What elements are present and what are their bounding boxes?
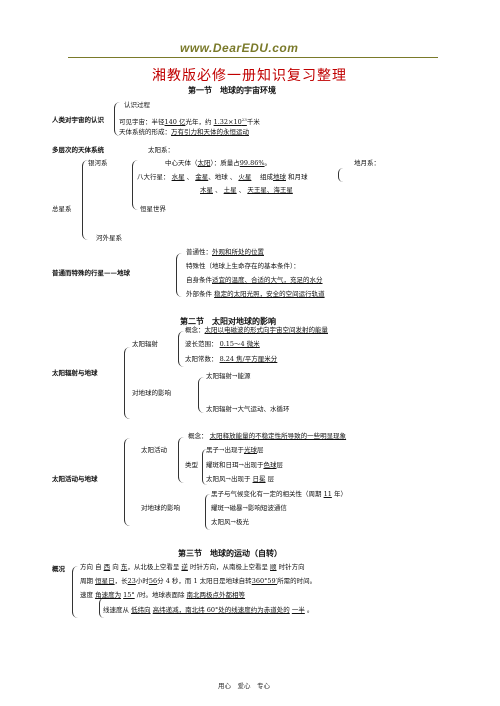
- wavelength: 波长范围： 0.15～4 微米: [185, 340, 260, 348]
- activity-root: 太阳活动与地球: [52, 475, 98, 483]
- brace-galaxy: [82, 160, 88, 240]
- earth-moon-system: 地月系：: [354, 159, 380, 167]
- brace-radiation-effect: [198, 377, 204, 413]
- header-rule: [68, 57, 438, 58]
- rotation-direction: 方向 自 西 向 东，从北极上空看呈 逆 时针方向，从南极上空看呈 顺 时针方向: [80, 563, 305, 571]
- cognition-process: 认识过程: [124, 101, 150, 109]
- activity-label: 太阳活动: [141, 446, 167, 454]
- effect-energy: 太阳辐射→能源: [206, 372, 251, 380]
- rotation-speed: 速度 角速度为 15° /时。地球表面除 南北两极点外都相等: [80, 591, 246, 599]
- brace-radiation: [178, 331, 184, 367]
- solar-system: 太阳系：: [148, 146, 174, 154]
- special-planet-label: 普通而特殊的行星——地球: [52, 269, 130, 277]
- activity-effect-label: 对地球的影响: [141, 504, 180, 512]
- type-wind: 太阳风→出现于 日冕 层: [206, 475, 275, 483]
- document-title: 湘教版必修一册知识复习整理: [152, 68, 347, 84]
- brace-overview: [72, 566, 78, 618]
- planets-row-1: 八大行星： 水星 、 金星、地球 、 火星 组成地球 和月球: [137, 173, 308, 181]
- linear-speed: 线速度从 低纬向 高纬递减，南北纬 60°处的线速度约为赤道处的 一半 。: [103, 606, 314, 614]
- effect-atmosphere: 太阳辐射→大气运动、水循环: [206, 405, 290, 413]
- system-formation: 天体系统的形成：万有引力和天体的永恒运动: [119, 128, 249, 136]
- type-flare: 耀斑和日珥→出现于色球层: [206, 461, 283, 469]
- brace-cognition: [114, 102, 120, 136]
- brace-activity-root: [124, 438, 130, 526]
- section-2-title: 第二节 太阳对地球的影响: [180, 317, 276, 326]
- self-conditions: 自身条件适宜的温度、合适的大气，充足的水分: [186, 276, 323, 284]
- brace-special: [176, 253, 182, 297]
- brace-speed: [99, 598, 104, 618]
- special-conditions: 特殊性（地球上生命存在的基本条件）：: [186, 262, 300, 270]
- section-1-title: 第一节 地球的宇宙环境: [188, 86, 276, 95]
- levels-label: 多层次的天体系统: [52, 146, 104, 154]
- brace-types: [202, 449, 207, 485]
- ordinary: 普通性：外观和所处的位置: [186, 248, 264, 256]
- type-sunspot: 黑子→出现于光球层: [206, 446, 264, 454]
- effect-aurora: 太阳风→极光: [211, 518, 249, 526]
- types-label: 类型: [185, 461, 198, 469]
- rotation-period: 周期 恒星日，长23小时56分 4 秒，而 1 太阳日是地球自转360°59′所…: [80, 577, 317, 585]
- star-world: 恒星世界: [140, 205, 166, 213]
- brace-solar: [132, 160, 138, 210]
- effect-climate: 黑子与气候变化有一定的相关性（周期 11 年）: [211, 490, 347, 498]
- site-url[interactable]: www.DearEDU.com: [180, 41, 299, 55]
- activity-concept: 概念： 太阳释放能量的不稳定性所导致的一些明显现象: [188, 432, 347, 440]
- section-3-title: 第三节 地球的运动（自转）: [178, 549, 282, 558]
- brace-activity: [178, 437, 184, 483]
- external-conditions: 外部条件 稳定的太阳光照，安全的空间运行轨道: [186, 290, 325, 298]
- effect-storm: 耀斑→磁暴→影响短波通信: [211, 504, 287, 512]
- extragalactic: 河外星系: [96, 234, 122, 242]
- visible-universe: 可见宇宙：半径140 亿光年，约 1.32×1023千米: [119, 117, 260, 127]
- total-galaxy-label: 总星系: [52, 205, 72, 213]
- radiation-effect-label: 对地球的影响: [132, 389, 171, 397]
- brace-earth-moon: [338, 168, 343, 182]
- galaxy-label: 银河系: [88, 159, 108, 167]
- brace-activity-effect: [205, 494, 210, 530]
- center-body: 中心天体（太阳）：质量占99.86%。: [165, 159, 272, 167]
- radiation-root: 太阳辐射与地球: [52, 369, 98, 377]
- planets-row-2: 木星 、 土星 、 天王星、海王星: [200, 186, 293, 194]
- brace-radiation-root: [124, 347, 130, 419]
- radiation-label: 太阳辐射: [132, 340, 158, 348]
- footer-motto: 用心 爱心 专心: [218, 682, 270, 690]
- solar-constant: 太阳常数： 8.24 焦/平方厘米分: [185, 355, 278, 363]
- radiation-concept: 概念：太阳以电磁波的形式向宇宙空间发射的能量: [185, 326, 328, 334]
- overview-label: 概况: [52, 565, 65, 573]
- cognition-label: 人类对宇宙的认识: [52, 116, 104, 124]
